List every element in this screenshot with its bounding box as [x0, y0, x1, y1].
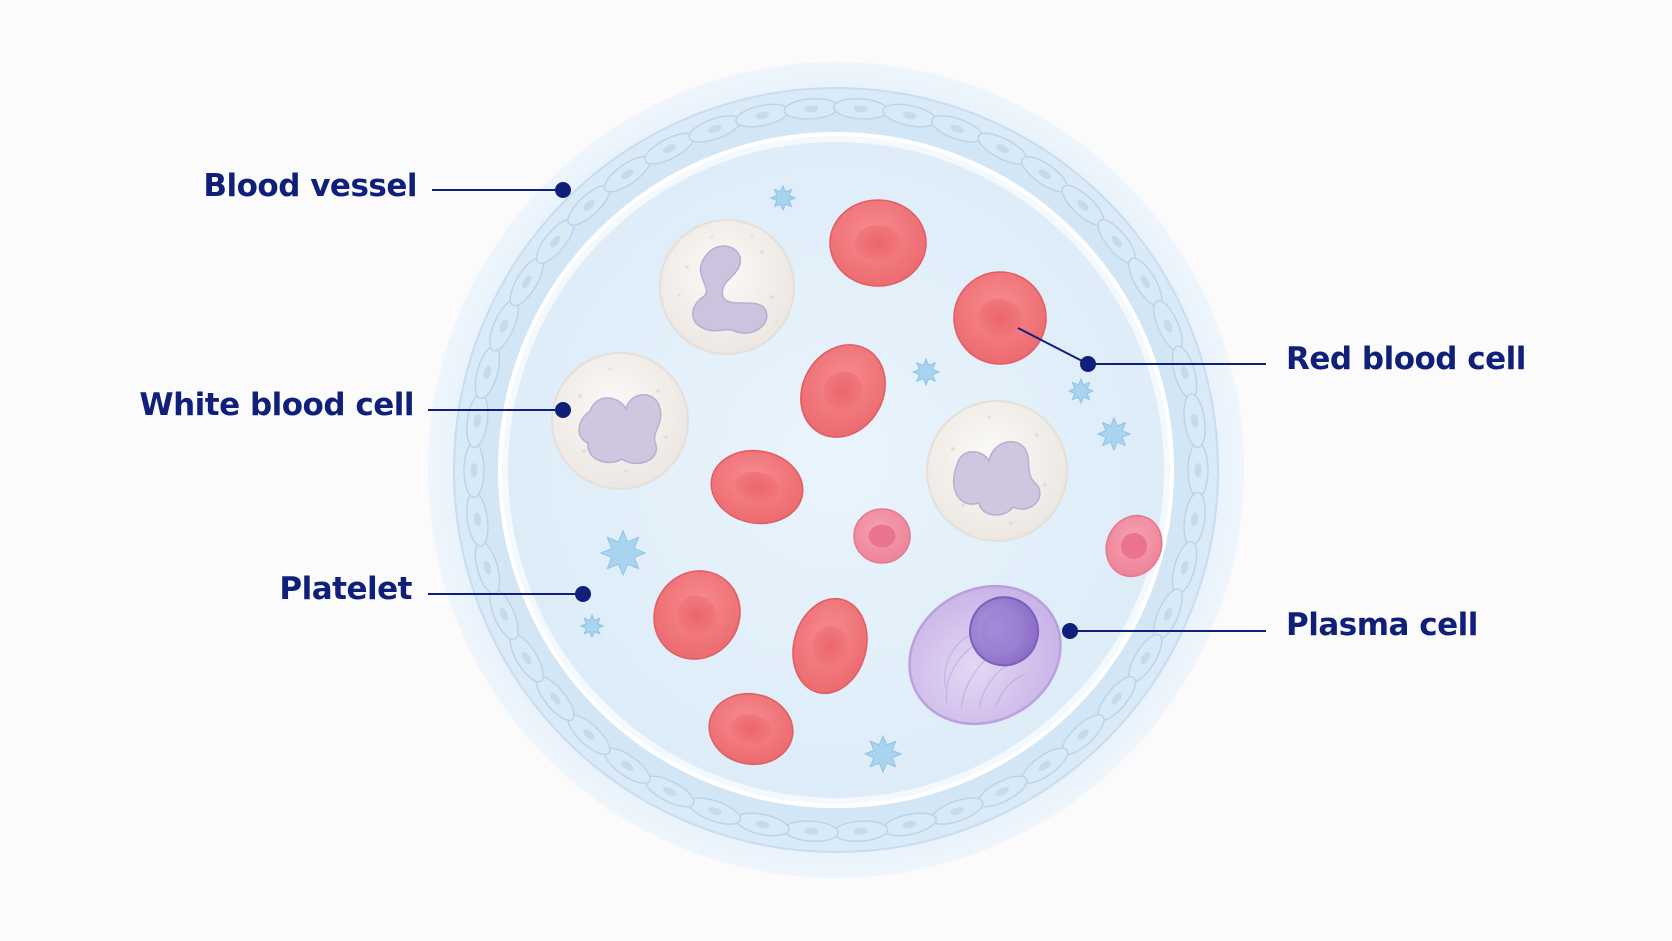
endothelial-cell-nucleus: [521, 651, 532, 665]
red-blood-cell-center: [1121, 532, 1147, 560]
leader-dot-red-blood-cell: [1080, 356, 1096, 372]
endothelial-cell-nucleus: [1194, 463, 1202, 477]
red-blood-cell: [653, 570, 741, 660]
endothelial-cell-nucleus: [1180, 560, 1189, 575]
endothelial-cell-nucleus: [804, 827, 819, 835]
red-blood-cell-center: [823, 371, 863, 411]
red-blood-cell-center: [854, 224, 902, 262]
red-blood-cell-center: [677, 595, 717, 635]
endothelial-cell-nucleus: [550, 235, 561, 248]
plasma-cell: [908, 584, 1062, 726]
label-red-blood-cell: Red blood cell: [1286, 341, 1526, 377]
endothelial-cell-nucleus: [804, 105, 819, 113]
endothelial-cell-nucleus: [755, 820, 770, 829]
endothelial-cell-nucleus: [1140, 651, 1151, 665]
endothelial-cell-nucleus: [550, 692, 561, 705]
endothelial-cell-nucleus: [621, 169, 634, 180]
endothelial-cell-nucleus: [950, 807, 964, 816]
endothelial-cell-nucleus: [902, 111, 917, 120]
red-blood-cell: [853, 508, 911, 564]
endothelial-cell-nucleus: [1191, 512, 1199, 527]
endothelial-cell-nucleus: [708, 807, 722, 816]
platelet-icon: [911, 357, 941, 387]
red-blood-cell-center: [735, 471, 779, 503]
endothelial-cell-nucleus: [499, 607, 509, 621]
platelet-icon: [579, 613, 605, 639]
wbc-nucleus: [952, 440, 1041, 516]
wbc-nucleus: [578, 394, 662, 465]
endothelial-cell-nucleus: [1111, 692, 1122, 705]
red-blood-cells-group: [653, 199, 1163, 766]
endothelial-cells: [463, 97, 1209, 843]
endothelial-cell-nucleus: [1077, 200, 1089, 211]
leader-dot-plasma-cell: [1062, 623, 1078, 639]
leader-dot-platelet: [575, 586, 591, 602]
endothelial-cell-nucleus: [663, 144, 676, 154]
white-blood-cell: [659, 219, 795, 355]
white-blood-cell: [551, 352, 689, 490]
endothelial-cell-nucleus: [521, 275, 532, 289]
red-blood-cell: [792, 597, 868, 695]
endothelial-cell-nucleus: [473, 413, 481, 428]
red-blood-cell-center: [868, 524, 896, 548]
endothelial-cell-nucleus: [1163, 607, 1173, 621]
red-blood-cell: [800, 344, 886, 438]
platelets-group: [579, 184, 1132, 774]
endothelial-cell-nucleus: [996, 786, 1009, 796]
endothelial-cell-nucleus: [708, 124, 722, 133]
red-blood-cell-center: [730, 714, 772, 744]
endothelial-cell-nucleus: [1077, 729, 1089, 740]
endothelial-cell-nucleus: [583, 200, 595, 211]
label-platelet: Platelet: [279, 571, 412, 607]
red-blood-cell-center: [978, 298, 1022, 338]
endothelial-cell-nucleus: [621, 760, 634, 771]
platelet-icon: [1067, 377, 1095, 405]
endothelial-cell-nucleus: [470, 463, 478, 477]
endothelial-cell-nucleus: [1191, 413, 1199, 428]
red-blood-cell: [953, 271, 1047, 365]
endothelial-cell-nucleus: [1038, 169, 1051, 180]
label-plasma-cell: Plasma cell: [1286, 607, 1478, 643]
wbc-nucleus: [692, 245, 768, 334]
endothelial-cell-nucleus: [1111, 235, 1122, 248]
white-blood-cell: [926, 400, 1068, 542]
label-white-blood-cell: White blood cell: [139, 387, 414, 423]
red-blood-cell: [708, 692, 794, 766]
endothelial-cell-nucleus: [950, 124, 964, 133]
endothelial-cell-nucleus: [853, 105, 868, 113]
endothelial-cell-nucleus: [1180, 365, 1189, 380]
endothelial-cell-nucleus: [1163, 319, 1173, 333]
endothelial-cell-nucleus: [473, 512, 481, 527]
leader-dot-white-blood-cell: [555, 402, 571, 418]
endothelial-cell-nucleus: [583, 729, 595, 740]
platelet-icon: [863, 734, 903, 774]
endothelial-cell-nucleus: [853, 827, 868, 835]
endothelial-cell-nucleus: [1140, 275, 1151, 289]
endothelial-cell-nucleus: [499, 319, 509, 333]
endothelial-cell-nucleus: [902, 820, 917, 829]
endothelial-cell-nucleus: [483, 365, 492, 380]
red-blood-cell: [1105, 514, 1163, 578]
endothelial-cell-nucleus: [483, 560, 492, 575]
platelet-icon: [599, 529, 647, 577]
platelet-icon: [1096, 416, 1132, 452]
red-blood-cell: [710, 449, 804, 525]
red-blood-cell-center: [812, 626, 848, 666]
leader-lines: [428, 182, 1266, 639]
endothelial-cell-nucleus: [1038, 760, 1051, 771]
endothelial-cell-nucleus: [663, 786, 676, 796]
red-blood-cell: [829, 199, 927, 287]
endothelial-cell-nucleus: [755, 111, 770, 120]
leader-dot-blood-vessel: [555, 182, 571, 198]
label-blood-vessel: Blood vessel: [203, 168, 417, 204]
endothelial-cell-nucleus: [996, 144, 1009, 154]
platelet-icon: [769, 184, 797, 212]
